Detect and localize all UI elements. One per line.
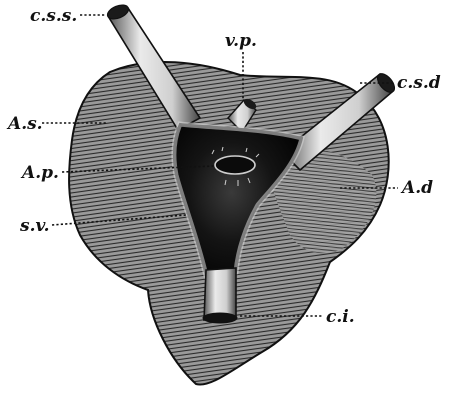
inferior-cava-opening bbox=[203, 313, 237, 323]
label-ap: A.p. bbox=[20, 163, 59, 183]
label-as: A.s. bbox=[6, 114, 43, 134]
label-ad: A.d bbox=[400, 178, 433, 198]
label-csd: c.s.d bbox=[397, 73, 441, 93]
inferior-cava bbox=[204, 268, 236, 320]
atrial-opening bbox=[215, 156, 255, 174]
label-sv: s.v. bbox=[19, 216, 50, 236]
label-vp: v.p. bbox=[225, 31, 257, 51]
label-css: c.s.s. bbox=[30, 6, 77, 26]
label-ci: c.i. bbox=[326, 307, 355, 327]
